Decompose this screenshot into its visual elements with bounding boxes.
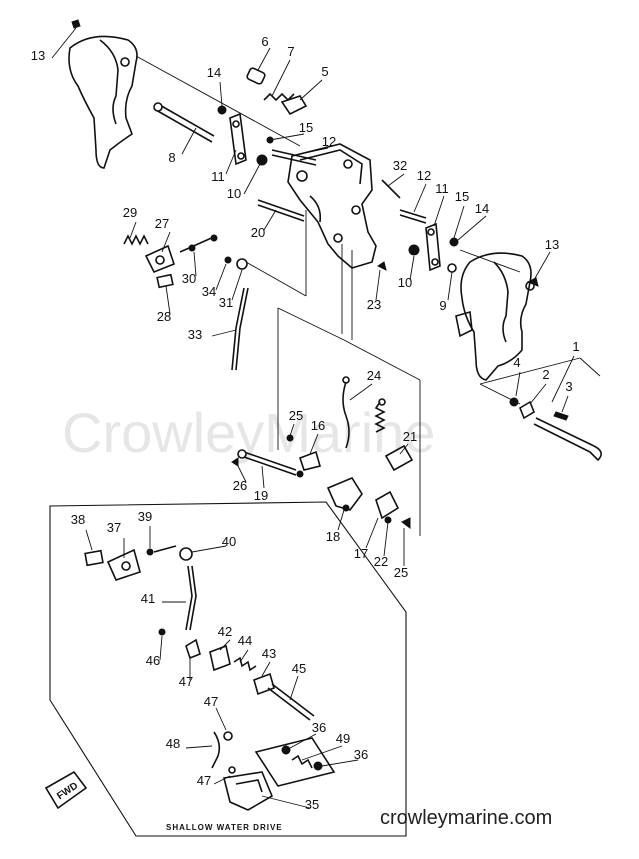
callout-3: 3 [565, 379, 572, 394]
callout-26: 26 [233, 478, 247, 493]
callout-16: 16 [311, 418, 325, 433]
shallow-water-drive-parts [84, 545, 336, 811]
callout-24: 24 [367, 368, 381, 383]
callout-1: 1 [572, 339, 579, 354]
left-clamp-bracket [68, 19, 138, 169]
callout-21: 21 [403, 429, 417, 444]
callout-20: 20 [251, 225, 265, 240]
callout-19: 19 [254, 488, 268, 503]
callout-36: 36 [354, 747, 368, 762]
callout-49: 49 [336, 731, 350, 746]
callout-48: 48 [166, 736, 180, 751]
callout-34: 34 [202, 284, 216, 299]
link-plate-right [425, 222, 441, 272]
callout-31: 31 [219, 295, 233, 310]
callout-35: 35 [305, 797, 319, 812]
middle-assembly [231, 376, 414, 566]
callout-33: 33 [188, 327, 202, 342]
callout-17: 17 [354, 546, 368, 561]
website-credit: crowleymarine.com [380, 807, 552, 829]
callout-45: 45 [292, 661, 306, 676]
callout-9: 9 [439, 298, 446, 313]
callout-10: 10 [227, 186, 241, 201]
callout-38: 38 [71, 512, 85, 527]
callout-30: 30 [182, 271, 196, 286]
subassembly-caption: SHALLOW WATER DRIVE [166, 823, 283, 832]
callout-47: 47 [197, 773, 211, 788]
shallow-water-drive-frame [49, 501, 407, 837]
callout-10: 10 [398, 275, 412, 290]
callout-46: 46 [146, 653, 160, 668]
lower-leader-lines [85, 526, 359, 809]
trim-lever-assembly [123, 234, 249, 371]
upper-small-parts [217, 67, 539, 287]
callout-5: 5 [321, 64, 328, 79]
callout-11: 11 [435, 181, 449, 196]
callout-25: 25 [289, 408, 303, 423]
construction-lines [135, 55, 601, 536]
callout-23: 23 [367, 297, 381, 312]
callout-36: 36 [312, 720, 326, 735]
callout-15: 15 [455, 189, 469, 204]
callout-29: 29 [123, 205, 137, 220]
callout-47: 47 [204, 694, 218, 709]
callout-7: 7 [287, 44, 294, 59]
tilt-pin-right [509, 355, 602, 462]
tilt-rod-left [153, 102, 215, 143]
callout-32: 32 [393, 158, 407, 173]
callout-2: 2 [542, 367, 549, 382]
callout-27: 27 [155, 216, 169, 231]
callout-13: 13 [545, 237, 559, 252]
callout-25: 25 [394, 565, 408, 580]
callout-12: 12 [322, 134, 336, 149]
callout-39: 39 [138, 509, 152, 524]
callout-14: 14 [475, 201, 489, 216]
callout-42: 42 [218, 624, 232, 639]
fwd-arrow-icon: FWD [44, 770, 88, 810]
swivel-bracket [287, 143, 377, 269]
callout-8: 8 [168, 150, 175, 165]
callout-41: 41 [141, 591, 155, 606]
upper-leader-lines [51, 27, 551, 337]
callout-44: 44 [238, 633, 252, 648]
callout-11: 11 [211, 169, 225, 184]
callout-12: 12 [417, 168, 431, 183]
callout-40: 40 [222, 534, 236, 549]
callout-18: 18 [326, 529, 340, 544]
callout-22: 22 [374, 554, 388, 569]
callout-43: 43 [262, 646, 276, 661]
callout-47: 47 [179, 674, 193, 689]
callout-13: 13 [31, 48, 45, 63]
callout-37: 37 [107, 520, 121, 535]
right-clamp-bracket [455, 252, 535, 381]
callout-4: 4 [513, 355, 520, 370]
link-plate-left [229, 112, 247, 166]
callout-15: 15 [299, 120, 313, 135]
callout-14: 14 [207, 65, 221, 80]
callout-28: 28 [157, 309, 171, 324]
callout-6: 6 [261, 34, 268, 49]
